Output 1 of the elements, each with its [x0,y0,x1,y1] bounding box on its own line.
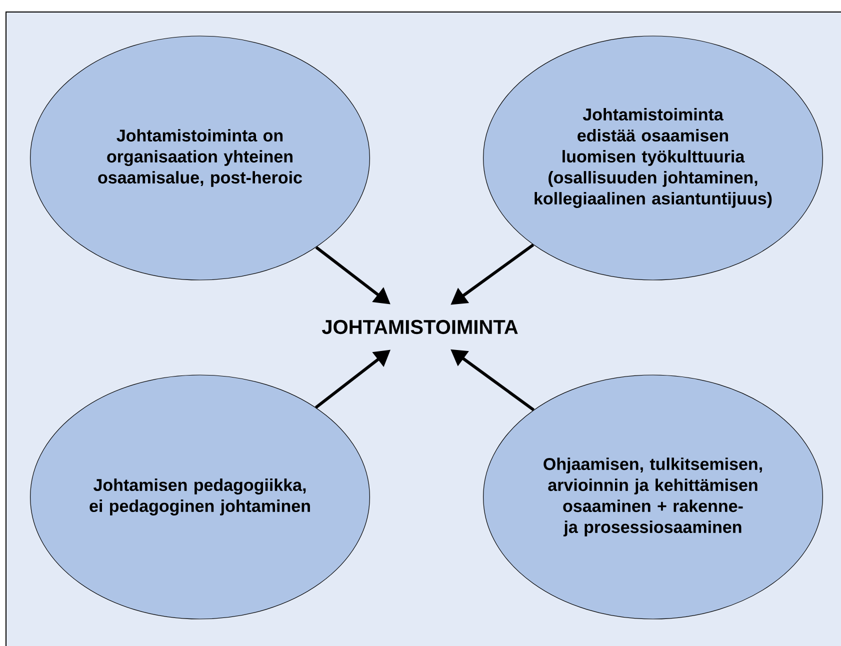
center-label: JOHTAMISTOIMINTA [322,320,518,334]
